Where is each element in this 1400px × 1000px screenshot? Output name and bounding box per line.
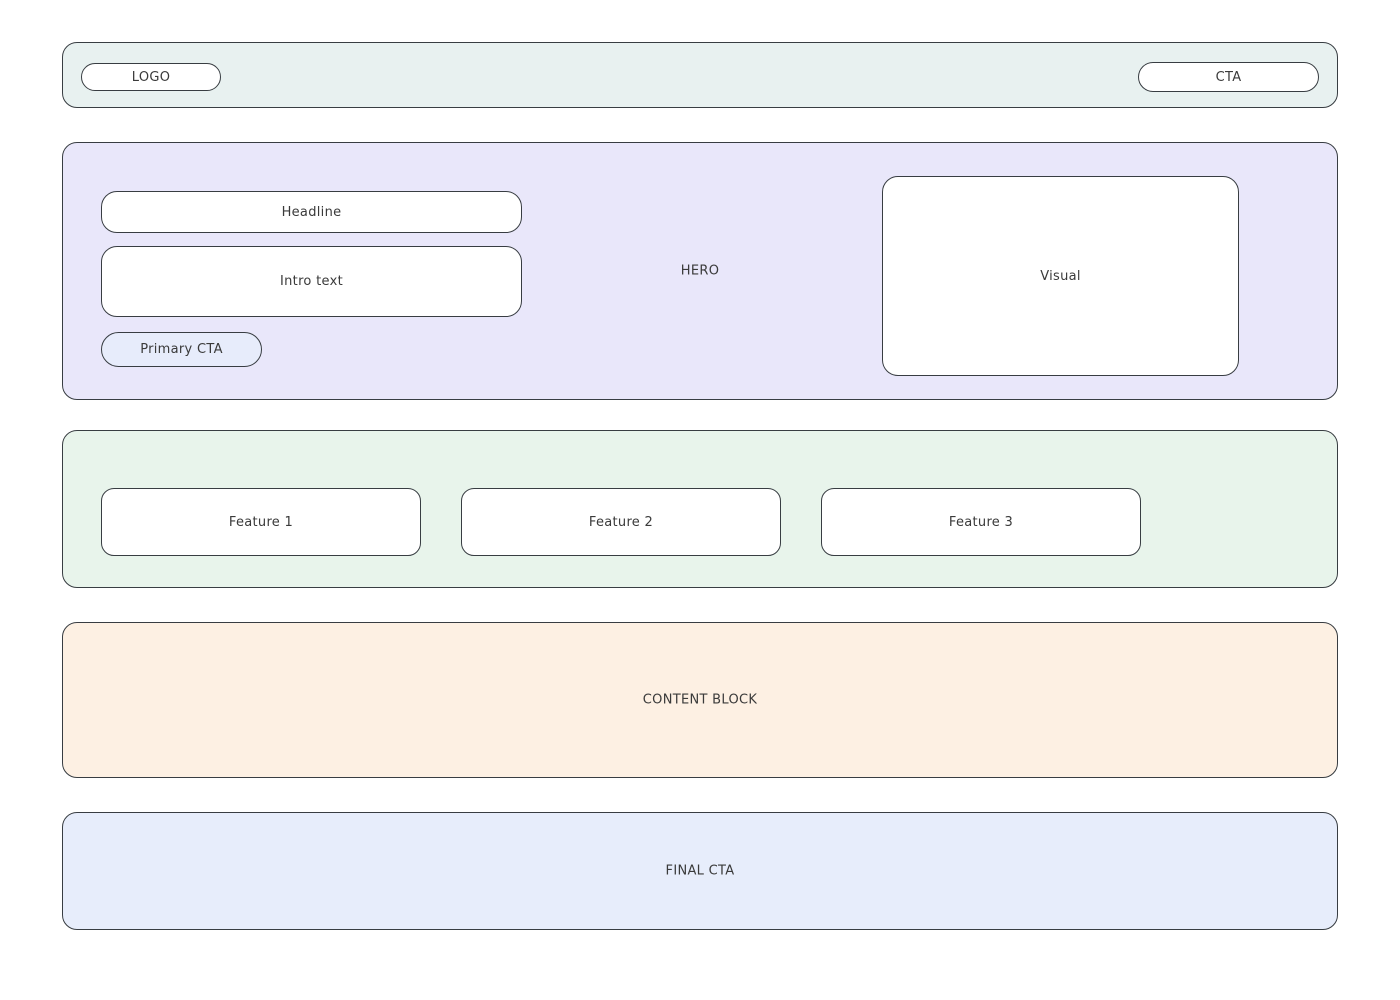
feature-card-1: Feature 1 (101, 488, 421, 556)
feature-3-label: Feature 3 (948, 514, 1014, 530)
hero-visual-box: Visual (882, 176, 1239, 376)
hero-section: Headline Intro text Primary CTA HERO Vis… (62, 142, 1338, 400)
features-section: Feature 1 Feature 2 Feature 3 (62, 430, 1338, 588)
feature-2-label: Feature 2 (588, 514, 654, 530)
content-block-section: CONTENT BLOCK (62, 622, 1338, 778)
feature-card-3: Feature 3 (821, 488, 1141, 556)
logo-badge: LOGO (81, 63, 221, 91)
primary-cta-button[interactable]: Primary CTA (101, 332, 262, 367)
feature-card-2: Feature 2 (461, 488, 781, 556)
logo-label: LOGO (131, 69, 171, 85)
final-cta-section: FINAL CTA (62, 812, 1338, 930)
hero-section-label: HERO (680, 263, 720, 279)
content-block-label: CONTENT BLOCK (642, 692, 758, 708)
topbar-cta-label: CTA (1215, 69, 1242, 85)
feature-1-label: Feature 1 (228, 514, 294, 530)
headline-box: Headline (101, 191, 522, 233)
intro-text-box: Intro text (101, 246, 522, 317)
primary-cta-label: Primary CTA (140, 342, 223, 357)
final-cta-label: FINAL CTA (665, 863, 735, 879)
topbar-section: LOGO CTA (62, 42, 1338, 108)
headline-label: Headline (281, 204, 342, 220)
topbar-cta-button[interactable]: CTA (1138, 62, 1319, 92)
intro-text-label: Intro text (280, 274, 343, 289)
hero-visual-label: Visual (1040, 268, 1081, 284)
